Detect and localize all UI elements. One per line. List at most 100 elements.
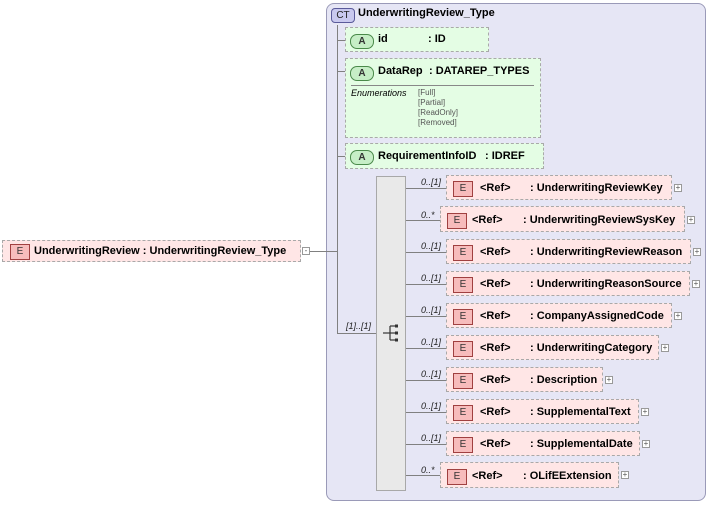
element-badge: E [453,373,473,389]
attribute-type: : IDREF [485,150,525,162]
element-name: : UnderwritingReviewReason [530,246,683,258]
element-olifeextension[interactable]: E <Ref> : OLifEExtension [440,462,619,488]
root-expand-icon[interactable]: - [302,247,310,255]
attribute-type: : DATAREP_TYPES [429,65,530,77]
expand-icon[interactable]: + [661,343,669,352]
expand-icon[interactable]: + [692,279,700,288]
root-element[interactable]: E UnderwritingReview : UnderwritingRevie… [2,240,301,262]
sequence-cardinality: [1]..[1] [346,321,372,331]
element-badge: E [453,245,473,261]
element-companyassignedcode[interactable]: E <Ref> : CompanyAssignedCode [446,303,672,328]
element-name: : OLifEExtension [523,470,612,482]
element-ref: <Ref> [472,214,503,226]
cardinality-label: 0..* [421,210,435,220]
element-badge: E [453,405,473,421]
sequence-icon [383,324,398,342]
element-ref: <Ref> [480,374,511,386]
element-connector [406,444,446,445]
element-underwritingreviewsyskey[interactable]: E <Ref> : UnderwritingReviewSysKey [440,206,685,232]
element-underwritingreviewreason[interactable]: E <Ref> : UnderwritingReviewReason [446,239,691,264]
sequence-branch [337,333,376,334]
attribute-type: : ID [428,33,446,45]
enum-value: [ReadOnly] [418,108,459,117]
element-badge: E [453,437,473,453]
attribute-name: id [378,33,388,45]
element-connector [406,252,446,253]
attribute-tree-line [326,251,337,252]
element-ref: <Ref> [480,246,511,258]
element-underwritingreasonsource[interactable]: E <Ref> : UnderwritingReasonSource [446,271,690,296]
element-badge: E [453,181,473,197]
element-connector [406,348,446,349]
attr-branch-1 [337,40,345,41]
element-connector [406,412,446,413]
attribute-name: RequirementInfoID [378,150,477,162]
element-underwritingreviewkey[interactable]: E <Ref> : UnderwritingReviewKey [446,175,672,200]
element-supplementaltext[interactable]: E <Ref> : SupplementalText [446,399,639,424]
cardinality-label: 0..[1] [421,273,442,283]
expand-icon[interactable]: + [642,439,650,448]
element-badge: E [453,309,473,325]
enum-divider [351,85,534,86]
element-badge: E [453,277,473,293]
enumerations-label: Enumerations [351,88,407,98]
element-ref: <Ref> [472,470,503,482]
element-name: : UnderwritingReviewSysKey [523,214,676,226]
cardinality-label: 0..[1] [421,241,442,251]
complex-type-title: UnderwritingReview_Type [358,7,495,19]
attribute-trunk-line [337,25,338,333]
element-ref: <Ref> [480,182,511,194]
complex-type-badge: CT [331,8,355,23]
element-badge: E [447,213,467,229]
element-name: : SupplementalText [530,406,631,418]
expand-icon[interactable]: + [687,215,695,224]
attribute-badge: A [350,66,374,81]
element-name: : SupplementalDate [530,438,633,450]
attribute-id[interactable]: A id : ID [345,27,489,52]
enum-value: [Removed] [418,118,457,127]
cardinality-label: 0..[1] [421,305,442,315]
element-underwritingcategory[interactable]: E <Ref> : UnderwritingCategory [446,335,659,360]
element-badge: E [447,469,467,485]
element-ref: <Ref> [480,310,511,322]
element-name: : Description [530,374,598,386]
expand-icon[interactable]: + [621,470,629,479]
element-connector [406,220,440,221]
element-ref: <Ref> [480,342,511,354]
element-ref: <Ref> [480,406,511,418]
element-description[interactable]: E <Ref> : Description [446,367,603,392]
element-ref: <Ref> [480,278,511,290]
attribute-datarep[interactable]: A DataRep : DATAREP_TYPES Enumerations [… [345,58,541,138]
element-name: : CompanyAssignedCode [530,310,664,322]
cardinality-label: 0..[1] [421,433,442,443]
expand-icon[interactable]: + [605,375,613,384]
element-name: : UnderwritingReasonSource [530,278,682,290]
attr-branch-3 [337,156,345,157]
element-badge: E [10,244,30,260]
expand-icon[interactable]: + [641,407,649,416]
attribute-name: DataRep [378,65,423,77]
element-supplementaldate[interactable]: E <Ref> : SupplementalDate [446,431,640,456]
attribute-requirementinfoid[interactable]: A RequirementInfoID : IDREF [345,143,544,169]
cardinality-label: 0..[1] [421,401,442,411]
expand-icon[interactable]: + [674,311,682,320]
element-connector [406,284,446,285]
element-connector [406,475,440,476]
enum-value: [Partial] [418,98,446,107]
expand-icon[interactable]: + [693,247,701,256]
cardinality-label: 0..[1] [421,177,442,187]
cardinality-label: 0..[1] [421,337,442,347]
element-name: : UnderwritingReviewKey [530,182,663,194]
root-connector [310,251,326,252]
element-name: : UnderwritingCategory [530,342,653,354]
attr-branch-2 [337,71,345,72]
element-connector [406,188,446,189]
cardinality-label: 0..* [421,465,435,475]
expand-icon[interactable]: + [674,183,682,192]
element-ref: <Ref> [480,438,511,450]
enum-value: [Full] [418,88,436,97]
cardinality-label: 0..[1] [421,369,442,379]
element-connector [406,380,446,381]
element-connector [406,316,446,317]
attribute-badge: A [350,150,374,165]
